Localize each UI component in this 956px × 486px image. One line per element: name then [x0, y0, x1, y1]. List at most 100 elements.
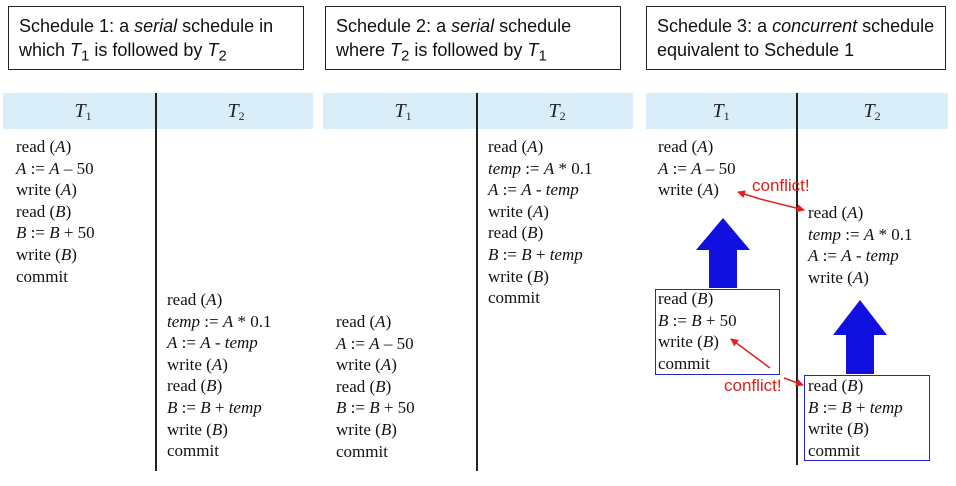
op-variable: A	[488, 180, 499, 200]
operation-line: write (A)	[16, 179, 95, 201]
op-variable: temp	[808, 224, 842, 244]
operation-line: read (A)	[488, 136, 593, 158]
op-text: + 50	[701, 310, 737, 330]
op-variable: B	[55, 201, 66, 221]
conflict-arrow-2b	[783, 377, 804, 387]
operation-line: B := B + temp	[488, 244, 593, 266]
op-variable: B	[200, 397, 211, 417]
operation-line: commit	[658, 353, 737, 375]
op-text: read (	[167, 376, 207, 396]
op-variable: A	[532, 201, 544, 221]
op-text: read (	[658, 289, 698, 308]
op-text: + 50	[59, 223, 95, 243]
operation-line: B := B + 50	[658, 310, 737, 332]
op-text: :=	[346, 398, 370, 418]
op-text: )	[543, 201, 549, 221]
operation-line: temp := A * 0.1	[808, 224, 913, 246]
operation-line: A := A – 50	[16, 158, 95, 180]
conflict-arrow-2	[730, 338, 771, 369]
op-variable: A	[841, 246, 852, 266]
operation-line: commit	[808, 440, 903, 462]
op-text: commit	[488, 288, 540, 308]
operation-line: A := A – 50	[336, 333, 415, 355]
caption-sub: 2	[401, 47, 410, 65]
op-text: * 0.1	[554, 158, 593, 178]
operation-line: read (A)	[658, 136, 736, 158]
caption-var: T	[527, 40, 539, 60]
caption-text: is followed by	[89, 40, 208, 60]
caption-text: Schedule 2: a	[336, 16, 452, 36]
operation-line: commit	[16, 266, 95, 288]
op-text: write (	[488, 266, 533, 286]
operation-line: write (A)	[488, 201, 593, 223]
op-variable: A	[521, 180, 532, 200]
op-variable: temp	[167, 311, 201, 331]
op-variable: B	[211, 419, 223, 439]
op-text: write (	[658, 180, 703, 200]
op-variable: B	[60, 244, 72, 264]
operation-line: B := B + temp	[808, 397, 903, 419]
op-text: write (	[16, 180, 61, 200]
heading-var: T	[863, 100, 875, 122]
op-variable: B	[841, 397, 852, 417]
op-text: :=	[200, 311, 223, 331]
op-text: )	[537, 137, 544, 156]
op-variable: B	[369, 398, 380, 418]
op-variable: temp	[865, 246, 899, 266]
caption-emphasis: serial	[451, 16, 495, 36]
op-text: write (	[16, 244, 61, 264]
heading-var: T	[394, 100, 406, 122]
op-text: – 50	[59, 158, 94, 178]
op-variable: B	[336, 398, 347, 418]
conflict-label-2: conflict!	[724, 376, 782, 395]
op-text: – 50	[379, 333, 414, 353]
op-text: :=	[177, 397, 201, 417]
operation-line: read (A)	[16, 136, 95, 158]
op-text: read (	[336, 312, 376, 331]
s2-divider	[476, 93, 478, 471]
op-text: commit	[16, 266, 68, 286]
op-text: )	[707, 289, 714, 308]
op-variable: B	[167, 397, 178, 417]
op-text: )	[65, 201, 72, 221]
heading-sub: 2	[874, 109, 881, 123]
op-text: :=	[346, 333, 370, 353]
op-text: -	[210, 333, 225, 353]
operation-line: B := B + 50	[16, 222, 95, 244]
operation-line: read (A)	[336, 311, 415, 333]
caption-text: schedule where	[336, 16, 572, 60]
s2-t1-heading: T1	[323, 93, 483, 129]
caption-sub: 1	[538, 47, 547, 65]
op-text: :=	[521, 158, 544, 178]
op-variable: temp	[545, 180, 579, 200]
op-variable: B	[527, 223, 538, 243]
schedule-1-caption: Schedule 1: a serial schedule in which T…	[8, 6, 304, 70]
schedule-2-caption: Schedule 2: a serial schedule where T2 i…	[325, 6, 621, 70]
op-text: )	[391, 355, 397, 375]
op-text: write (	[336, 355, 381, 375]
schedule-3-caption: Schedule 3: a concurrent schedule equiva…	[646, 6, 946, 70]
op-text: write (	[488, 201, 533, 221]
heading-sub: 1	[723, 109, 730, 123]
op-text: – 50	[701, 158, 736, 178]
op-variable: A	[808, 246, 819, 266]
op-variable: B	[691, 310, 702, 330]
caption-text: Schedule 3: a	[657, 16, 773, 36]
conflict-arrow-1	[737, 190, 761, 200]
op-text: read (	[488, 137, 528, 156]
op-text: )	[857, 376, 864, 395]
op-variable: B	[847, 376, 858, 395]
op-text: )	[216, 290, 223, 309]
operation-line: read (B)	[488, 222, 593, 244]
op-text: read (	[808, 203, 848, 222]
operation-line: write (B)	[16, 244, 95, 266]
op-text: :=	[26, 158, 50, 178]
conflict-arrow-1b	[759, 198, 805, 213]
op-text: )	[713, 180, 719, 200]
